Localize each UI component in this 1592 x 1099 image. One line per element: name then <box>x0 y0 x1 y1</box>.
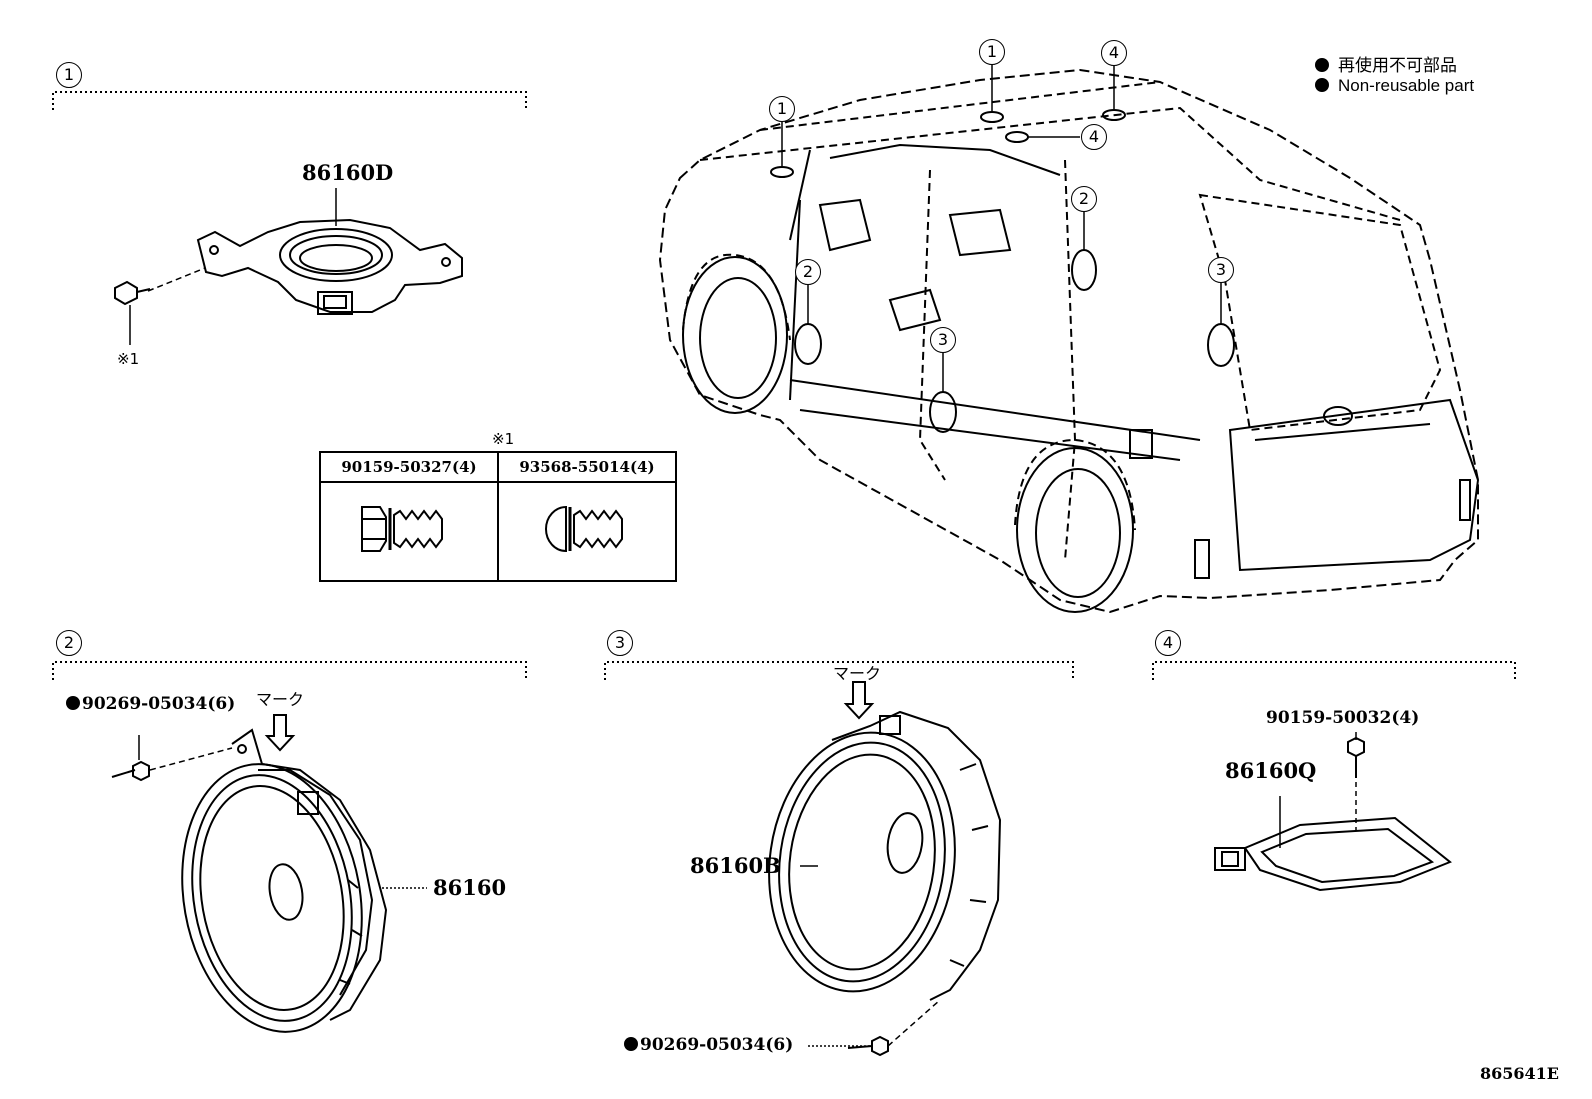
speaker-86160b-drawing <box>768 681 1002 1057</box>
fastener-col-2-header: 93568-55014(4) <box>497 451 677 483</box>
part-number-86160b: 86160B <box>690 853 781 878</box>
vehicle-callout-4-top: 4 <box>1101 40 1127 66</box>
vehicle-callout-2-rear: 2 <box>1071 186 1097 212</box>
vehicle-drawing <box>658 65 1480 614</box>
bullet-icon <box>1315 58 1329 72</box>
module-86160q-drawing <box>1214 732 1452 892</box>
section2-bolt-label: 90269-05034(6) <box>66 694 235 714</box>
section2-mark-label: マーク <box>256 690 305 709</box>
diagram-id: 865641E <box>1480 1064 1559 1083</box>
callout-section-2: 2 <box>56 630 82 656</box>
tweeter-86160d-drawing <box>114 188 463 345</box>
non-reusable-bullet-icon <box>624 1037 638 1051</box>
bracket-section-3 <box>604 661 1074 680</box>
part-number-86160q: 86160Q <box>1225 758 1317 783</box>
bracket-section-2 <box>52 661 527 680</box>
vehicle-callout-3-front: 3 <box>930 327 956 353</box>
fastener-col-1-header: 90159-50327(4) <box>319 451 499 483</box>
non-reusable-bullet-icon <box>66 696 80 710</box>
vehicle-callout-1-front: 1 <box>769 96 795 122</box>
flange-bolt-cell <box>319 481 499 582</box>
vehicle-callout-1-rear: 1 <box>979 39 1005 65</box>
bracket-section-1 <box>52 91 527 110</box>
vehicle-callout-3-rear: 3 <box>1208 257 1234 283</box>
section4-bolt-label: 90159-50032(4) <box>1266 708 1420 728</box>
part-number-86160: 86160 <box>433 875 507 900</box>
legend-en: Non-reusable part <box>1315 76 1474 96</box>
section3-mark-label: マーク <box>833 664 882 683</box>
legend-jp: 再使用不可部品 <box>1315 51 1457 76</box>
callout-section-3: 3 <box>607 630 633 656</box>
part-number-86160d: 86160D <box>302 160 394 185</box>
bracket-section-4 <box>1152 661 1516 680</box>
note-ref-1: ※1 <box>117 350 140 368</box>
section3-bolt-label: 90269-05034(6) <box>624 1035 793 1055</box>
bullet-icon <box>1315 78 1329 92</box>
speaker-86160-drawing <box>111 714 427 1033</box>
table-note-ref: ※1 <box>492 430 515 448</box>
callout-section-1: 1 <box>56 62 82 88</box>
vehicle-callout-4-mid: 4 <box>1081 124 1107 150</box>
vehicle-callout-2-front: 2 <box>795 259 821 285</box>
callout-section-4: 4 <box>1155 630 1181 656</box>
round-head-screw-cell <box>497 481 677 582</box>
fastener-table: 90159-50327(4) 93568-55014(4) <box>319 451 677 582</box>
